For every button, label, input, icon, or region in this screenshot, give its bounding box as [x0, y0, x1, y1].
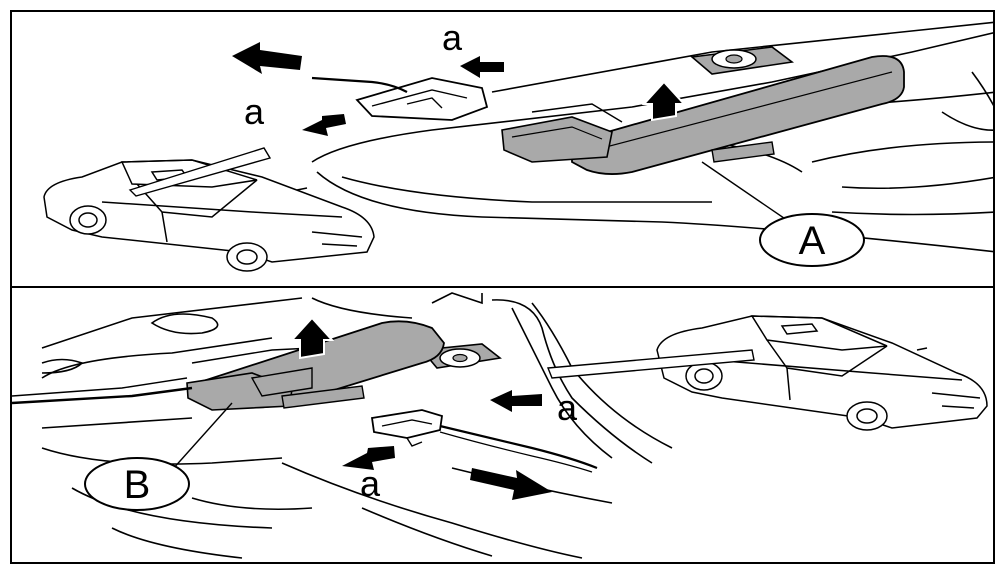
connector-plug-bottom [370, 409, 598, 473]
pull-arrow-bottom [470, 468, 552, 500]
pointer-wedge-top [128, 147, 272, 197]
pull-arrow-top [232, 42, 302, 74]
callout-circle-b [84, 457, 190, 511]
control-module-bottom [12, 320, 445, 411]
diagram-bottom-drawing: a a B [12, 292, 988, 559]
label-a-lower-bottom: a [360, 463, 381, 504]
press-arrow-upper-bottom [490, 390, 542, 412]
mount-base-top [690, 46, 795, 75]
lift-up-arrow-top [641, 80, 687, 122]
pointer-wedge-bottom [547, 349, 755, 379]
callout-leader-a [701, 161, 798, 228]
control-module-top [501, 55, 905, 175]
label-a-lower-top: a [244, 91, 265, 132]
vehicle-overview-icon-top [43, 159, 375, 272]
press-arrow-lower-bottom [342, 446, 395, 470]
press-arrow-lower-top [302, 114, 346, 136]
callout-circle-a [759, 213, 865, 267]
label-a-upper-top: a [442, 17, 463, 58]
diagram-top-drawing: a a A [43, 17, 993, 272]
lift-up-arrow-bottom [289, 316, 335, 360]
diagram-panel-bottom: a a B [10, 288, 995, 564]
press-arrow-upper-top [460, 56, 504, 78]
diagram-panel-top: a a A [10, 10, 995, 288]
vehicle-overview-icon-bottom [656, 315, 988, 431]
connector-plug-top [311, 76, 489, 121]
callout-leader-b [171, 402, 233, 471]
callout-label-b: B [124, 463, 151, 507]
label-a-upper-bottom: a [557, 387, 578, 428]
callout-label-a: A [799, 219, 826, 263]
